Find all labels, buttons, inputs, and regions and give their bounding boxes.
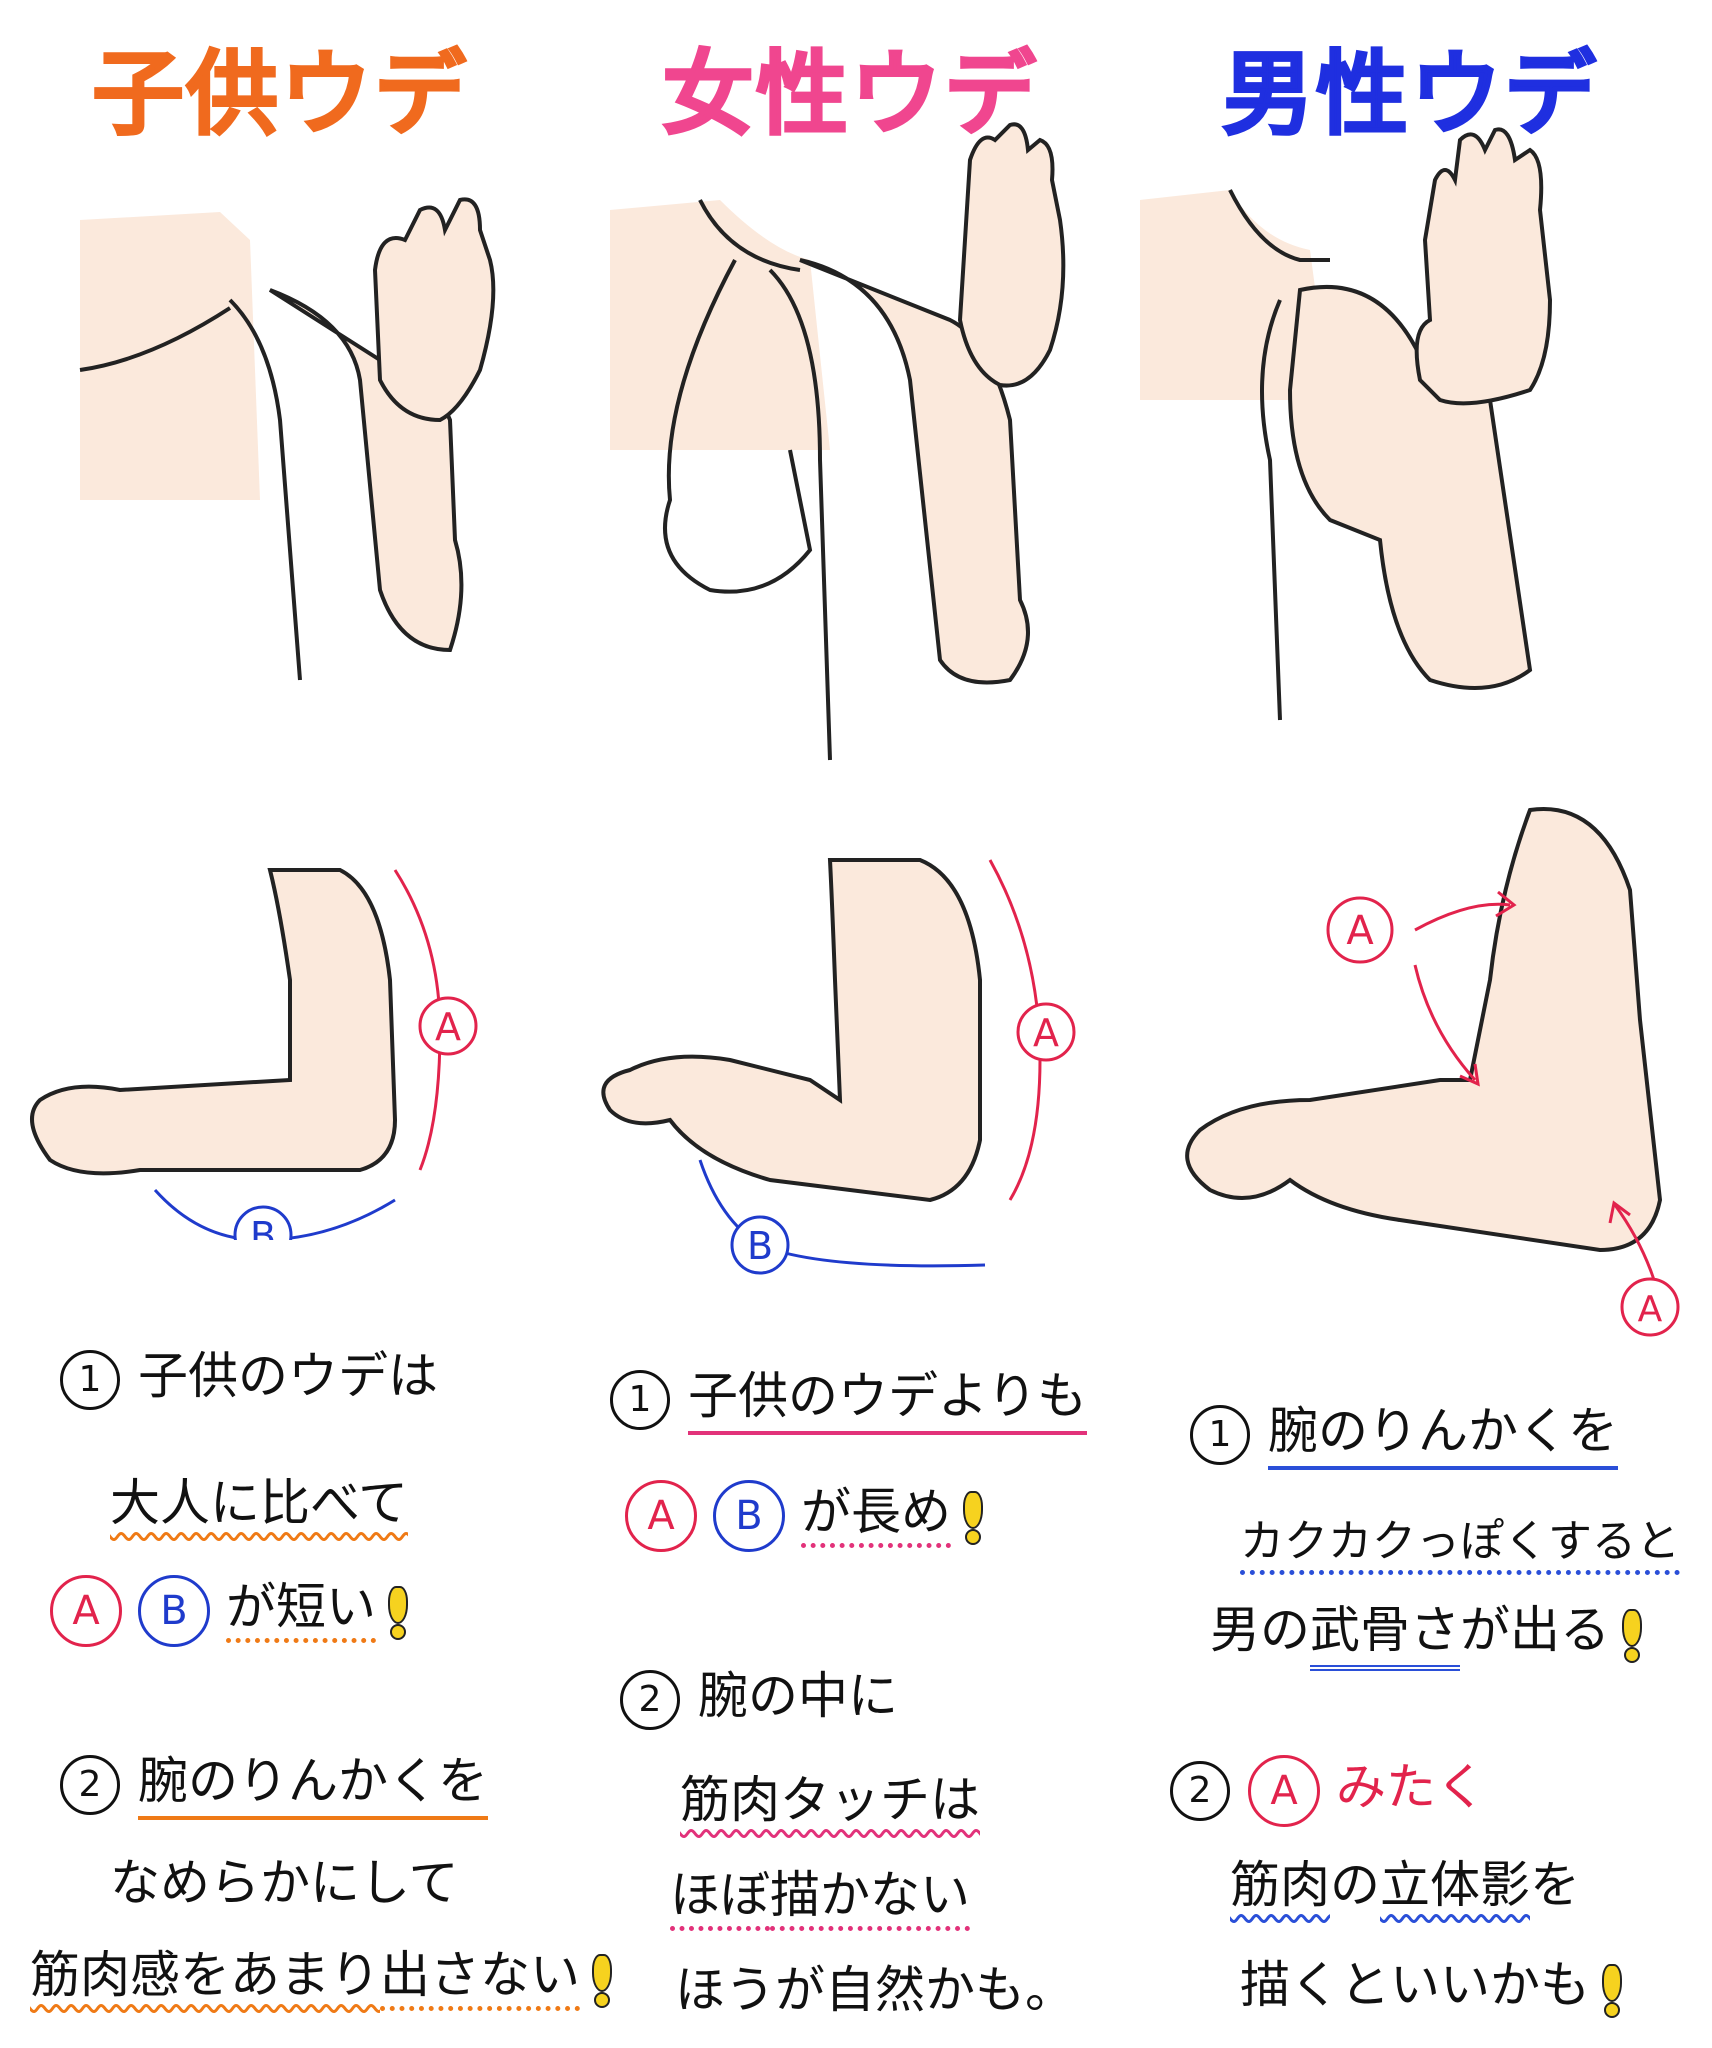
male-note-line-5b: の [1330, 1856, 1380, 1914]
female-note-line-4: 筋肉タッチは [680, 1771, 980, 1829]
male-note-3: 男の武骨さが出る [1210, 1601, 1712, 1671]
female-note-line-5a: ほぼ [670, 1866, 770, 1924]
male-note-label-a: A [1248, 1755, 1320, 1827]
female-note-number-2: 2 [620, 1670, 680, 1730]
male-note-number-2: 2 [1170, 1761, 1230, 1821]
male-note-line-5d: を [1530, 1856, 1580, 1914]
female-note-line-3: 腕の中に [698, 1667, 898, 1725]
female-note-line-6: ほうが自然かも。 [675, 1961, 1075, 2019]
male-label-a-elbow: A [1638, 1289, 1663, 1330]
female-note-label-a: A [625, 1480, 697, 1552]
exclamation-icon [1598, 1964, 1622, 2018]
child-label-b: B [250, 1214, 276, 1240]
female-raised-arm-figure [610, 122, 1066, 761]
child-note-line-5: なめらかにして [110, 1854, 459, 1912]
child-note-line-6a: 筋肉感をあまり [30, 1946, 380, 2004]
title-female: 女性ウデ [661, 40, 1038, 149]
child-note-label-a: A [50, 1575, 122, 1647]
child-note-4: 2 腕のりんかくを [60, 1752, 620, 1820]
male-note-line-3b: 武骨さ [1310, 1601, 1460, 1671]
female-note-line-1: 子供のウデよりも [688, 1367, 1087, 1435]
male-note-line-1: 腕のりんかくを [1268, 1402, 1618, 1470]
child-bent-arm-figure: A B [30, 868, 478, 1240]
male-note-5: 筋肉の立体影を [1230, 1860, 1712, 1910]
female-label-b: B [747, 1224, 773, 1268]
male-bent-arm-figure: A A [1185, 807, 1680, 1337]
male-note-1: 1 腕のりんかくを [1190, 1402, 1712, 1470]
female-note-number-1: 1 [610, 1370, 670, 1430]
male-note-line-2: カクカクっぽくすると [1240, 1516, 1680, 1567]
female-note-label-b: B [713, 1480, 785, 1552]
child-note-5: なめらかにして [110, 1858, 670, 1908]
child-label-a: A [435, 1005, 461, 1049]
exclamation-icon [588, 1954, 612, 2008]
female-bent-arm-figure: A B [601, 858, 1076, 1275]
male-note-line-4: みたく [1336, 1758, 1486, 1816]
male-note-line-5c: 立体影 [1380, 1856, 1530, 1914]
title-child: 子供ウデ [91, 40, 468, 149]
female-note-3: 2 腕の中に [620, 1670, 1180, 1730]
child-note-1: 1 子供のウデは [60, 1350, 620, 1410]
female-note-line-5b: 描かない [770, 1866, 970, 1924]
child-note-line-6b: 出さない [380, 1946, 580, 2004]
child-note-line-1: 子供のウデは [138, 1347, 438, 1405]
male-note-6: 描くといいかも [1240, 1960, 1712, 2018]
child-note-label-b: B [138, 1575, 210, 1647]
child-note-line-3: が短い [226, 1578, 376, 1636]
female-note-6: ほうが自然かも。 [675, 1965, 1235, 2015]
exclamation-icon [959, 1491, 983, 1545]
female-note-1: 1 子供のウデよりも [610, 1367, 1170, 1435]
child-note-line-2: 大人に比べて [110, 1474, 408, 1532]
female-label-a: A [1033, 1011, 1059, 1055]
child-note-line-4: 腕のりんかくを [138, 1752, 488, 1820]
male-note-2: カクカクっぽくすると [1240, 1520, 1712, 1564]
child-note-number-1: 1 [60, 1350, 120, 1410]
male-raised-arm-figure [1140, 127, 1553, 721]
male-note-line-6: 描くといいかも [1240, 1956, 1590, 2014]
male-note-line-5a: 筋肉 [1230, 1856, 1330, 1914]
male-note-line-3c: が出る [1460, 1601, 1610, 1659]
male-note-number-1: 1 [1190, 1405, 1250, 1465]
exclamation-icon [384, 1586, 408, 1640]
child-note-2: 大人に比べて [110, 1478, 670, 1528]
title-male: 男性ウデ [1221, 40, 1598, 149]
child-note-number-2: 2 [60, 1755, 120, 1815]
child-raised-arm-figure [79, 197, 496, 681]
male-note-line-3a: 男の [1210, 1601, 1310, 1659]
female-note-line-2: が長め [801, 1483, 951, 1541]
male-label-a-top: A [1346, 908, 1374, 954]
exclamation-icon [1618, 1609, 1642, 1663]
female-note-5: ほぼ描かない [670, 1870, 1230, 1920]
female-note-4: 筋肉タッチは [680, 1775, 1240, 1825]
child-note-6: 筋肉感をあまり出さない [30, 1950, 612, 2008]
